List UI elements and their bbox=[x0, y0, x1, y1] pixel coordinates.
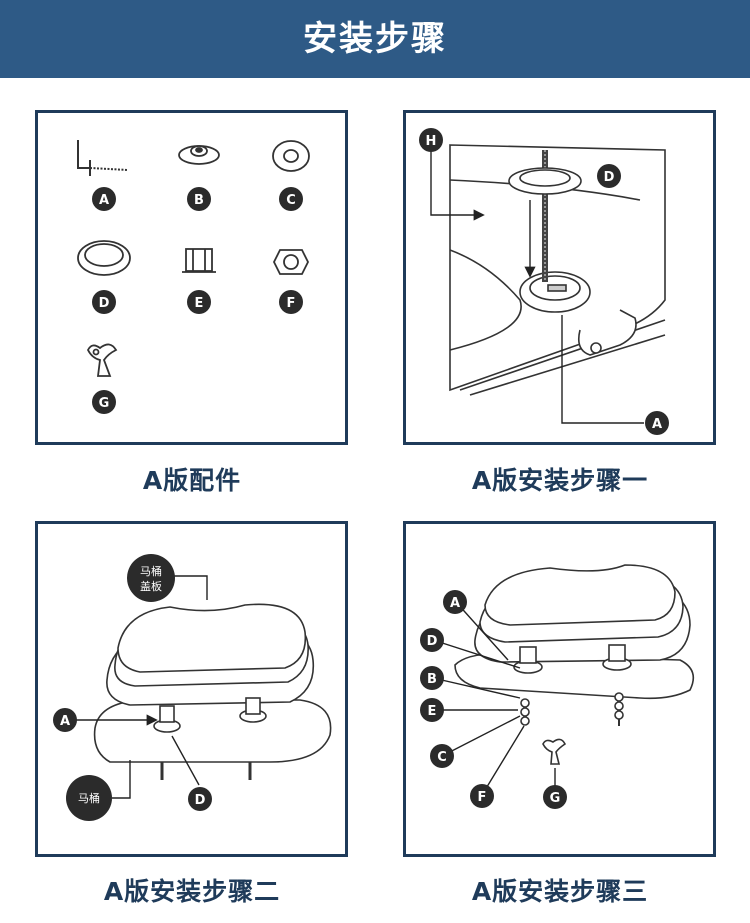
svg-text:C: C bbox=[286, 193, 296, 208]
step1-badge-h: H bbox=[419, 128, 443, 152]
caption-step-2: A版安装步骤二 bbox=[103, 877, 281, 906]
part-f-nut-icon bbox=[272, 249, 310, 275]
step3-toilet-illustration bbox=[454, 564, 695, 765]
step3-badge-g: G bbox=[543, 785, 567, 809]
step2-badge-d: D bbox=[188, 787, 212, 811]
svg-text:D: D bbox=[427, 634, 438, 649]
svg-text:A: A bbox=[99, 193, 109, 208]
badge-b: B bbox=[187, 187, 211, 211]
svg-text:A: A bbox=[450, 596, 460, 611]
step3-badge-b: B bbox=[420, 666, 444, 690]
badge-f: F bbox=[279, 290, 303, 314]
badge-e: E bbox=[187, 290, 211, 314]
svg-text:D: D bbox=[99, 296, 110, 311]
caption-step-1: A版安装步骤一 bbox=[471, 466, 649, 495]
part-e-clip-icon bbox=[182, 248, 216, 273]
svg-text:E: E bbox=[428, 704, 437, 719]
badge-a: A bbox=[92, 187, 116, 211]
part-c-flat-washer-icon bbox=[272, 140, 310, 172]
svg-text:B: B bbox=[194, 193, 204, 208]
step3-badge-f: F bbox=[470, 784, 494, 808]
step3-badge-a: A bbox=[443, 590, 467, 614]
caption-step-3: A版安装步骤三 bbox=[471, 877, 649, 906]
step2-lid-label: 马桶 盖板 bbox=[127, 554, 175, 602]
part-a-bolt-icon bbox=[77, 140, 129, 176]
step3-badge-e: E bbox=[420, 698, 444, 722]
step2-badge-a: A bbox=[53, 708, 77, 732]
step3-badge-d: D bbox=[420, 628, 444, 652]
svg-text:盖板: 盖板 bbox=[140, 579, 162, 593]
svg-text:A: A bbox=[652, 417, 662, 432]
part-d-ring-icon bbox=[77, 240, 131, 276]
svg-text:E: E bbox=[195, 296, 204, 311]
page-title: 安装步骤 bbox=[303, 19, 447, 59]
svg-text:C: C bbox=[437, 750, 447, 765]
svg-text:A: A bbox=[60, 714, 70, 729]
svg-text:D: D bbox=[604, 170, 615, 185]
svg-text:F: F bbox=[287, 296, 296, 311]
svg-text:B: B bbox=[427, 672, 437, 687]
part-g-wingnut-icon bbox=[86, 343, 118, 377]
step3-badge-c: C bbox=[430, 744, 454, 768]
step2-toilet-label: 马桶 bbox=[66, 775, 112, 821]
step1-badge-a: A bbox=[645, 411, 669, 435]
step2-toilet-illustration bbox=[93, 603, 332, 780]
svg-text:D: D bbox=[195, 793, 206, 808]
svg-text:H: H bbox=[426, 134, 437, 149]
step1-toilet-illustration bbox=[449, 144, 666, 396]
step3-leader-lines bbox=[432, 601, 556, 796]
step1-leader-lines bbox=[430, 150, 644, 424]
badge-c: C bbox=[279, 187, 303, 211]
svg-text:G: G bbox=[99, 396, 110, 411]
header-bar bbox=[0, 0, 750, 78]
caption-parts: A版配件 bbox=[142, 466, 242, 495]
badge-g: G bbox=[92, 390, 116, 414]
svg-text:G: G bbox=[550, 791, 561, 806]
step1-badge-d: D bbox=[597, 164, 621, 188]
svg-text:F: F bbox=[478, 790, 487, 805]
part-b-washer-icon bbox=[178, 145, 220, 165]
svg-text:马桶: 马桶 bbox=[140, 564, 162, 578]
badge-d: D bbox=[92, 290, 116, 314]
svg-text:马桶: 马桶 bbox=[78, 791, 100, 805]
